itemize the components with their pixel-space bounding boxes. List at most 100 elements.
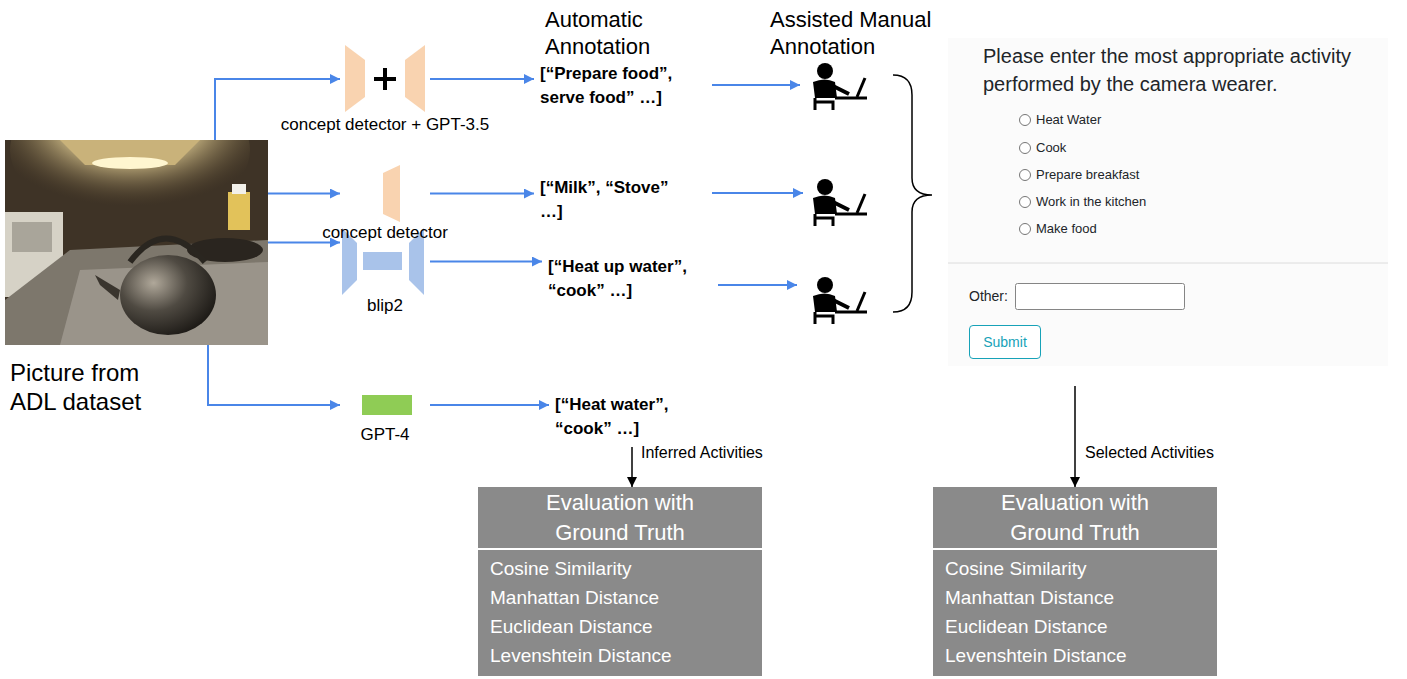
- torso: [813, 80, 837, 99]
- connector-arrow: [430, 261, 542, 263]
- metric-name: Levenshtein Distance: [933, 641, 1217, 670]
- kettle: [120, 255, 216, 335]
- section-heading: Automatic Annotation: [545, 6, 685, 60]
- model-name: concept detector + GPT-3.5: [270, 115, 500, 135]
- model-block: GPT-4: [340, 395, 430, 415]
- input-photo: Picture from ADL dataset: [5, 140, 268, 345]
- option-label: Cook: [1036, 140, 1286, 156]
- gpt4-shape: [362, 395, 412, 415]
- output-list: [“Prepare food”, serve food” …]: [534, 62, 705, 110]
- model-block: concept detector: [340, 165, 430, 222]
- evaluation-box: Evaluation with Ground TruthCosine Simil…: [933, 487, 1217, 676]
- model-block: concept detector + GPT-3.5: [340, 45, 430, 113]
- submit-button: Submit: [969, 325, 1041, 359]
- radio-button: [1020, 143, 1031, 154]
- metric-name: Manhattan Distance: [933, 583, 1217, 612]
- output-list: [“Heat up water”, “cook” …]: [542, 255, 713, 303]
- bridge-shape: [363, 252, 402, 270]
- grouping-brace: [893, 75, 932, 312]
- kettle-spout: [95, 275, 120, 300]
- lamp-glow: [10, 140, 250, 220]
- connector-arrow: [268, 193, 340, 195]
- cabinet-panel: [12, 222, 52, 252]
- evaluation-box: Evaluation with Ground TruthCosine Simil…: [478, 487, 762, 676]
- metric-name: Manhattan Distance: [478, 583, 762, 612]
- kitchen-photo: [5, 140, 268, 345]
- head: [817, 277, 833, 293]
- model-block: blip2: [340, 228, 430, 295]
- arm: [833, 300, 849, 308]
- output-text: [“Heat up water”, “cook” …]: [548, 255, 713, 303]
- connector-arrow: [430, 78, 534, 80]
- laptop: [857, 78, 865, 97]
- head: [817, 63, 833, 79]
- caption: Picture from ADL dataset: [10, 358, 180, 416]
- output-text: [“Heat water”, “cook” …]: [555, 393, 695, 441]
- bottle-cap: [232, 184, 246, 194]
- edge-label: Inferred Activities: [641, 443, 763, 462]
- metric-name: Cosine Similarity: [933, 550, 1217, 583]
- annotator-icon: [813, 179, 867, 226]
- annotation-form: Please enter the most appropriate activi…: [948, 38, 1388, 366]
- desk: [835, 311, 867, 314]
- output-list: [“Heat water”, “cook” …]: [549, 393, 695, 441]
- flow-arrow: [718, 284, 797, 286]
- output-text: [“Prepare food”, serve food” …]: [540, 62, 705, 110]
- annotator-icon: [813, 63, 867, 110]
- decoder-shape: [405, 45, 425, 112]
- divider: [948, 263, 1388, 264]
- radio-button: [1020, 170, 1031, 181]
- metric-name: Levenshtein Distance: [478, 641, 762, 670]
- radio-button: [1020, 115, 1031, 126]
- desk: [835, 213, 867, 216]
- box-heading: Evaluation with Ground Truth: [980, 487, 1170, 548]
- edge-label: Selected Activities: [1085, 443, 1214, 462]
- radio-button: [1020, 197, 1031, 208]
- option-label: Work in the kitchen: [1036, 194, 1286, 210]
- connector-arrow: [430, 404, 549, 406]
- arm: [833, 86, 849, 94]
- flow-arrow: [712, 192, 803, 194]
- desk: [835, 97, 867, 100]
- connector-arrow: [208, 345, 340, 405]
- chair: [815, 312, 833, 324]
- model-name: GPT-4: [270, 425, 500, 445]
- connector-arrow: [430, 193, 534, 195]
- torso: [813, 294, 837, 313]
- radio-button: [1020, 224, 1031, 235]
- encoder-shape: [345, 45, 365, 112]
- annotator-icon: [813, 277, 867, 324]
- model-name: concept detector: [270, 223, 500, 243]
- lamp: [92, 157, 168, 169]
- text-input: [1016, 284, 1185, 310]
- laptop: [857, 194, 865, 213]
- button-label: Submit: [983, 334, 1027, 350]
- chair: [815, 214, 833, 226]
- model-name: blip2: [270, 296, 500, 316]
- plus-sign: [374, 68, 396, 90]
- model-icon: [345, 45, 425, 112]
- bottle: [228, 192, 250, 230]
- metric-name: Euclidean Distance: [478, 612, 762, 641]
- output-list: [“Milk”, “Stove” …]: [534, 176, 685, 224]
- output-text: [“Milk”, “Stove” …]: [540, 176, 685, 224]
- section-heading: Assisted Manual Annotation: [770, 6, 955, 60]
- chair: [815, 98, 833, 110]
- option-label: Heat Water: [1036, 112, 1286, 128]
- detector-shape: [383, 165, 400, 222]
- form-question: Please enter the most appropriate activi…: [983, 42, 1383, 98]
- arm: [833, 202, 849, 210]
- metric-name: Cosine Similarity: [478, 550, 762, 583]
- connector-arrow: [631, 447, 633, 487]
- torso: [813, 196, 837, 215]
- flow-arrow: [712, 84, 800, 86]
- box-heading: Evaluation with Ground Truth: [525, 487, 715, 548]
- metric-name: Euclidean Distance: [933, 612, 1217, 641]
- head: [817, 179, 833, 195]
- option-label: Prepare breakfast: [1036, 167, 1286, 183]
- form-panel: [948, 38, 1388, 366]
- field-label: Other:: [969, 288, 1019, 304]
- option-label: Make food: [1036, 221, 1286, 237]
- laptop: [857, 292, 865, 311]
- connector-arrow: [1074, 386, 1076, 487]
